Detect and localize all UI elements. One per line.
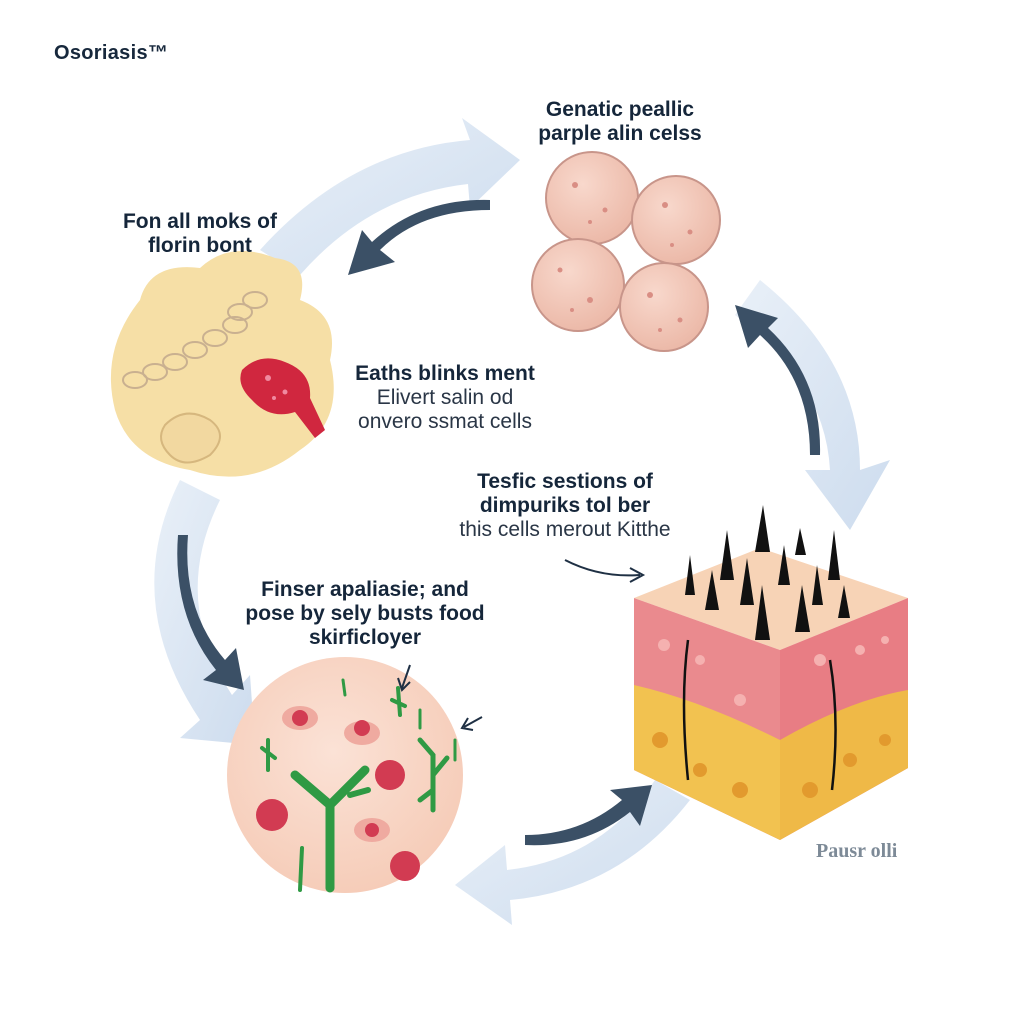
brand-title: Osoriasis™ — [54, 42, 169, 64]
pointer-to-circle-a — [401, 664, 411, 689]
dark-arrow-bottom — [525, 785, 652, 846]
label-right-line1: Tesfic sestions of — [477, 470, 653, 493]
dark-arrow-right — [735, 305, 821, 455]
dark-arrow-top — [348, 199, 490, 275]
label-right: Tesfic sestions of dimpuriks tol ber thi… — [430, 470, 700, 542]
skin-layer-cube-icon — [634, 505, 908, 840]
label-middle-line3: onvero ssmat cells — [358, 410, 532, 433]
label-middle-line1: Eaths blinks ment — [355, 362, 535, 385]
light-arrow-top — [260, 118, 520, 275]
label-middle-line2: Elivert salin od — [376, 386, 514, 409]
cycle-arrows-dark — [177, 199, 821, 846]
pointer-to-circle-a-head — [397, 677, 411, 692]
pointer-to-cube — [564, 559, 641, 577]
label-top-left-line1: Fon all moks of — [122, 210, 277, 233]
label-bottom-left-line1: Finser apaliasie; and — [261, 578, 469, 601]
label-top-left: Fon all moks of florin bont — [100, 210, 300, 258]
label-bottom-left: Finser apaliasie; and pose by sely busts… — [220, 578, 510, 650]
skin-cell-cluster-icon — [531, 151, 721, 352]
label-middle: Eaths blinks ment Elivert salin od onver… — [335, 362, 555, 434]
pointer-to-circle-b — [463, 716, 483, 728]
label-top-left-line2: florin bont — [148, 234, 252, 257]
dark-arrow-left — [177, 535, 244, 690]
pointer-to-circle-b-head — [460, 717, 474, 731]
label-right-line2: dimpuriks tol ber — [479, 494, 651, 517]
inflamed-skin-circle-icon — [227, 657, 463, 893]
label-top-right: Genatic peallic parple alin celss — [500, 98, 740, 146]
label-top-right-line2: parple alin celss — [538, 122, 702, 145]
label-right-line3: this cells merout Kitthe — [459, 518, 671, 541]
label-top-right-line1: Genatic peallic — [545, 98, 695, 121]
label-bottom-left-line2: pose by sely busts food — [245, 602, 485, 625]
pointer-to-cube-head — [629, 567, 646, 583]
footer-mark: Pausr olli — [816, 840, 898, 862]
tissue-blob-icon — [110, 250, 334, 477]
light-arrow-bottom — [455, 780, 690, 925]
label-bottom-left-line3: skirficloyer — [308, 626, 422, 649]
pointer-arrows — [397, 559, 646, 731]
